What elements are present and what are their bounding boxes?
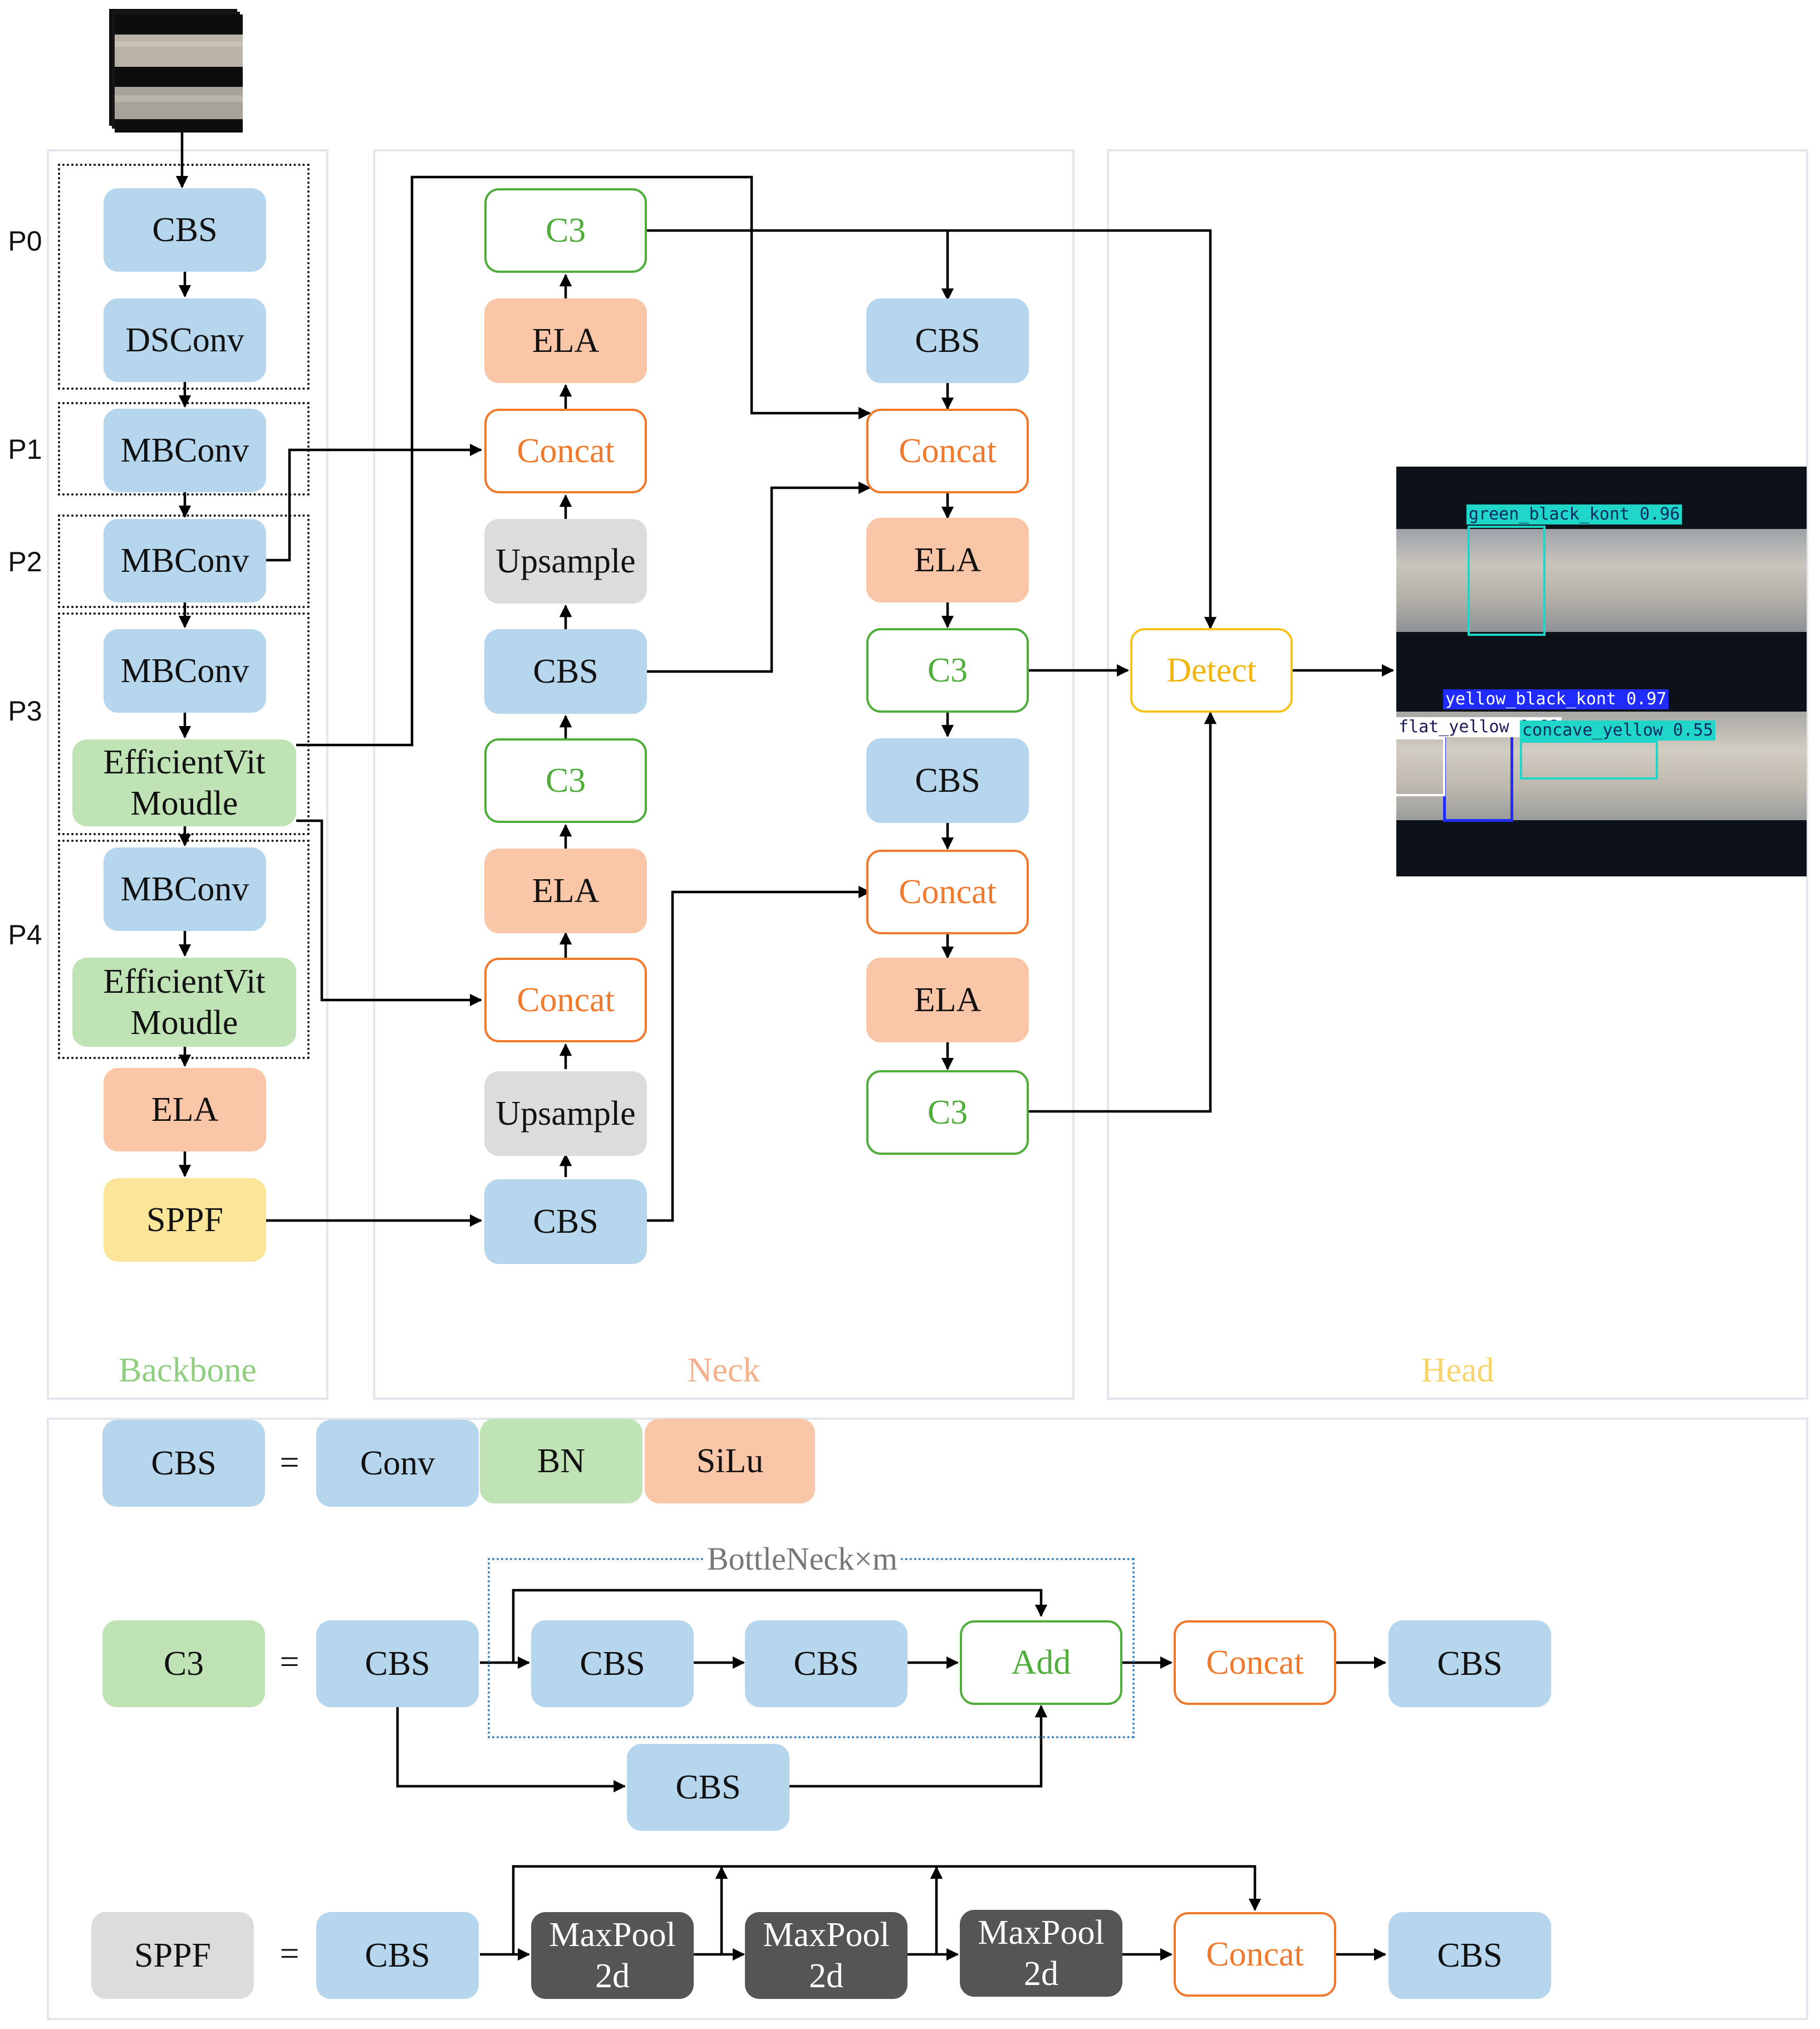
legend-c3-equals: = xyxy=(279,1643,300,1681)
neck2-concat-top: Concat xyxy=(866,409,1029,493)
legend-sppf-equals: = xyxy=(279,1935,300,1973)
maxpool-2-line1: MaxPool xyxy=(763,1915,890,1954)
efficientvit-p3-line2: Moudle xyxy=(130,785,238,822)
backbone-label: Backbone xyxy=(119,1351,257,1389)
label-concave-yellow: concave_yellow 0.55 xyxy=(1520,721,1716,741)
neck-concat-mid: Concat xyxy=(484,958,647,1042)
legend-sppf-cbs-out: CBS xyxy=(1389,1912,1551,1999)
backbone-mbconv-p1: MBConv xyxy=(104,409,266,492)
neck-upsample-top: Upsample xyxy=(484,519,647,604)
bbox-green-black-kont xyxy=(1468,526,1546,636)
neck-cbs-bot: CBS xyxy=(484,1179,647,1264)
legend-c3-bn-cbs2: CBS xyxy=(745,1620,907,1707)
neck-concat-top: Concat xyxy=(484,409,647,493)
legend-section xyxy=(47,1418,1808,2020)
legend-bn: BN xyxy=(480,1419,642,1503)
neck-label: Neck xyxy=(687,1351,761,1389)
backbone-mbconv-p3: MBConv xyxy=(104,629,266,713)
maxpool-3-line1: MaxPool xyxy=(978,1913,1105,1952)
legend-c3-name: C3 xyxy=(102,1620,265,1707)
maxpool-1-line1: MaxPool xyxy=(549,1915,676,1954)
stage-label-p4: P4 xyxy=(8,919,42,950)
legend-c3-cbs-out: CBS xyxy=(1389,1620,1551,1707)
efficientvit-p3-line1: EfficientVit xyxy=(103,743,266,781)
neck-cbs-mid: CBS xyxy=(484,629,647,714)
neck-c3-mid: C3 xyxy=(484,738,647,823)
legend-c3-concat: Concat xyxy=(1174,1620,1336,1705)
label-yellow-black-kont: yellow_black_kont 0.97 xyxy=(1443,689,1669,709)
head-label: Head xyxy=(1421,1351,1494,1389)
maxpool-2-line2: 2d xyxy=(808,1957,843,1995)
neck-c3-top: C3 xyxy=(484,188,647,273)
bbox-flat-yellow xyxy=(1396,737,1445,796)
legend-sppf-name: SPPF xyxy=(91,1912,254,1999)
neck2-c3-bot: C3 xyxy=(866,1070,1029,1155)
legend-c3-cbs-in: CBS xyxy=(316,1620,479,1707)
legend-c3-add: Add xyxy=(960,1620,1122,1705)
neck2-concat-bot: Concat xyxy=(866,850,1029,934)
neck-upsample-bot: Upsample xyxy=(484,1071,647,1156)
legend-cbs-name: CBS xyxy=(102,1420,265,1507)
neck2-cbs-top: CBS xyxy=(866,298,1029,383)
neck2-ela-top: ELA xyxy=(866,518,1029,602)
backbone-mbconv-p4: MBConv xyxy=(104,847,266,931)
label-green-black-kont: green_black_kont 0.96 xyxy=(1466,504,1682,525)
backbone-section xyxy=(47,149,328,1400)
legend-silu: SiLu xyxy=(645,1419,815,1503)
neck2-cbs-mid: CBS xyxy=(866,738,1029,823)
stage-label-p1: P1 xyxy=(8,434,42,465)
stage-label-p0: P0 xyxy=(8,226,42,257)
neck-ela-mid: ELA xyxy=(484,849,647,933)
stage-label-p3: P3 xyxy=(8,695,42,727)
head-detect: Detect xyxy=(1130,628,1293,713)
backbone-sppf: SPPF xyxy=(104,1178,266,1262)
backbone-dsconv: DSConv xyxy=(104,298,266,382)
head-section xyxy=(1107,149,1808,1400)
input-image-stack xyxy=(109,9,243,133)
neck2-ela-bot: ELA xyxy=(866,958,1029,1042)
wood-board-top xyxy=(1396,529,1807,632)
maxpool-3-line2: 2d xyxy=(1023,1955,1058,1993)
neck-section xyxy=(373,149,1075,1400)
backbone-ela: ELA xyxy=(104,1068,266,1151)
efficientvit-p4-line2: Moudle xyxy=(130,1004,238,1042)
efficientvit-p4-line1: EfficientVit xyxy=(103,962,266,1001)
maxpool-1-line2: 2d xyxy=(595,1957,630,1995)
legend-sppf-cbs-in: CBS xyxy=(316,1912,479,1999)
stage-label-p2: P2 xyxy=(8,546,42,577)
legend-c3-bn-cbs1: CBS xyxy=(531,1620,694,1707)
bottleneck-label: BottleNeck×m xyxy=(704,1540,901,1577)
neck2-c3-mid: C3 xyxy=(866,628,1029,713)
bbox-concave-yellow xyxy=(1520,741,1658,780)
legend-conv: Conv xyxy=(316,1420,479,1507)
legend-c3-cbs-branch: CBS xyxy=(627,1744,789,1831)
detection-output-image: green_black_kont 0.96 yellow_black_kont … xyxy=(1396,467,1807,876)
legend-sppf-concat: Concat xyxy=(1174,1912,1336,1997)
backbone-mbconv-p2: MBConv xyxy=(104,519,266,602)
legend-cbs-equals: = xyxy=(279,1444,300,1482)
backbone-cbs: CBS xyxy=(104,188,266,272)
neck-ela-top: ELA xyxy=(484,298,647,383)
